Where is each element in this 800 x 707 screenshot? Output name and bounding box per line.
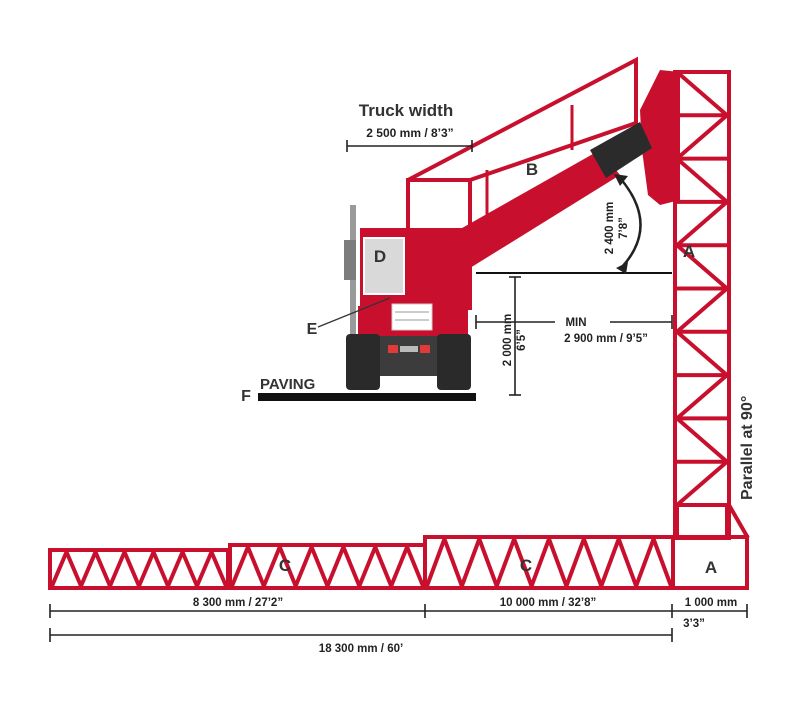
height-mm-label: 2 000 mm (502, 314, 514, 366)
truck-width-dimension (346, 140, 473, 152)
height-dimension (509, 276, 521, 396)
min-label: MIN (565, 317, 586, 329)
height-ft-label: 6’5” (516, 329, 528, 351)
section-e-label: E (307, 321, 318, 338)
min-clearance-dimension (475, 315, 673, 329)
label-e-leader (317, 297, 391, 328)
paving-surface (258, 393, 476, 401)
section-c-left-label: C (279, 556, 291, 575)
paving-label: PAVING (260, 376, 315, 393)
section-f-label: F (241, 388, 251, 405)
vertical-mast (673, 70, 750, 540)
horizontal-boom (48, 535, 749, 590)
truck-width-title: Truck width (359, 101, 453, 120)
mast-head (640, 70, 680, 205)
section-d-label: D (374, 247, 386, 266)
bottom-dimensions (49, 604, 748, 642)
truck-width-value: 2 500 mm / 8’3” (366, 126, 453, 140)
bottom-right-ft-dimension: 3’3” (683, 618, 705, 630)
section-a-upper-label: A (683, 242, 695, 261)
total-dimension: 18 300 mm / 60’ (319, 643, 403, 655)
inclined-boom (407, 56, 652, 268)
angle-arc (614, 174, 642, 274)
section-c-right-label: C (520, 556, 532, 575)
section-b-label: B (526, 160, 538, 179)
section-a-lower-label: A (705, 558, 717, 577)
truck (344, 178, 472, 390)
angle-mm-label: 2 400 mm (604, 202, 616, 254)
min-value-label: 2 900 mm / 9’5” (564, 333, 648, 345)
angle-ft-label: 7’8” (618, 217, 630, 239)
bottom-right-mm-dimension: 1 000 mm (685, 597, 737, 609)
parallel-label: Parallel at 90° (739, 396, 756, 500)
bottom-mid-dimension: 10 000 mm / 32’8” (500, 597, 597, 609)
bottom-left-dimension: 8 300 mm / 27’2” (193, 597, 283, 609)
